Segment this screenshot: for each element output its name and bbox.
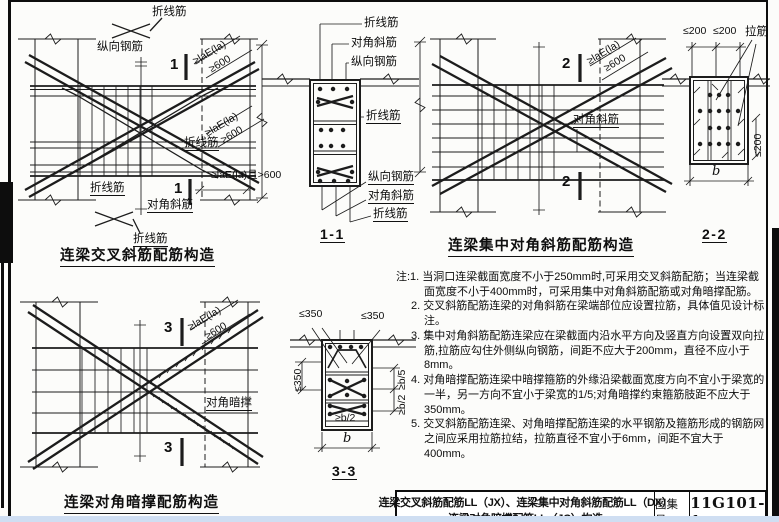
note-3: 3. 集中对角斜筋配筋连梁应在梁截面内沿水平方向及竖直方向设置双向拉筋,拉筋应勾… <box>411 329 765 372</box>
panel3-elevation <box>20 296 264 473</box>
label-zhexianjin-a-mid: 折线筋 <box>184 137 219 152</box>
label-le350-vertical: ≤350 <box>292 368 304 392</box>
cut-mark-1-bottom: 1 <box>174 180 183 197</box>
note-1: 注:1. 当洞口连梁截面宽度不小于250mm时,可采用交叉斜筋配筋；当连梁截面宽… <box>396 271 760 298</box>
label-le200-b: ≤200 <box>713 25 737 37</box>
section-1-1 <box>256 23 426 223</box>
label-duijiaoxiejin-a: 对角斜筋 <box>147 199 193 214</box>
notes-block: 注:1. 当洞口连梁截面宽度不小于250mm时,可采用交叉斜筋配筋；当连梁截面宽… <box>396 270 770 462</box>
section-1-1-title: 1-1 <box>320 226 345 244</box>
panel3-title: 连梁对角暗撑配筋构造 <box>64 495 219 514</box>
label-zhexianjin-b-bottom: 折线筋 <box>373 208 408 223</box>
panel2-title: 连梁集中对角斜筋配筋构造 <box>448 238 634 257</box>
label-b-22: b <box>712 164 721 179</box>
label-zhexianjin-a-left: 折线筋 <box>90 182 125 197</box>
label-zhexianjin-a-top: 折线筋 <box>152 6 187 18</box>
label-duijiaoxiejin-c: 对角斜筋 <box>573 114 619 129</box>
binding-edge-artifact <box>0 182 13 263</box>
bottom-scan-strip <box>0 516 779 522</box>
left-edge-line <box>1 263 4 508</box>
right-edge-strip <box>772 228 779 522</box>
title-block-line1: 连梁交叉斜筋配筋LL（JX）、连梁集中对角斜筋配筋LL（DX） <box>378 497 673 509</box>
note-4: 4. 对角暗撑配筋连梁中暗撑箍筋的外缘沿梁截面宽度方向不宜小于梁宽的一半，另一方… <box>411 374 765 416</box>
cut-mark-3-bottom: 3 <box>164 439 173 456</box>
label-duijiao-ancheng: 对角暗撑 <box>206 397 252 412</box>
note-2: 2. 交叉斜筋配筋连梁的对角斜筋在梁端部位应设置拉筋，具体值见设计标注。 <box>411 300 765 328</box>
label-lae-600-a: ≥laE(la)且>600 <box>211 169 282 181</box>
cut-mark-1-top: 1 <box>170 56 179 73</box>
label-duijiaoxiejin-b-bottom: 对角斜筋 <box>368 190 414 205</box>
panel1-elevation <box>18 17 265 234</box>
section-2-2 <box>662 39 770 186</box>
section-2-2-title: 2-2 <box>702 226 727 244</box>
label-geb2: ≥b/2 <box>335 412 356 424</box>
label-zongxiang-a: 纵向钢筋 <box>97 41 143 53</box>
note-5: 5. 交叉斜筋配筋连梁、对角暗撑配筋连梁的水平钢筋及箍筋形成的钢筋网之间应采用拉… <box>411 418 765 460</box>
section-3-3 <box>290 327 416 453</box>
label-le200-vertical: ≤200 <box>752 133 764 157</box>
cut-mark-3-top: 3 <box>164 319 173 336</box>
label-le350-topleft: ≤350 <box>299 308 323 320</box>
label-b-33: b <box>343 431 352 446</box>
label-zongxiang-b-top: 纵向钢筋 <box>351 56 397 68</box>
label-le200-a: ≤200 <box>683 25 707 37</box>
panel1-title: 连梁交叉斜筋配筋构造 <box>60 248 215 267</box>
label-lajin: 拉筋 <box>745 26 768 38</box>
label-zhexianjin-b-mid: 折线筋 <box>366 110 401 125</box>
label-le350-topright: ≤350 <box>361 310 385 322</box>
cut-mark-2-top: 2 <box>562 55 571 72</box>
page-border-top <box>9 0 768 2</box>
label-zhexianjin-a-bottom: 折线筋 <box>133 233 168 248</box>
page-border-right <box>766 0 768 522</box>
cut-mark-2-bottom: 2 <box>562 173 571 190</box>
label-duijiaoxiejin-b-top: 对角斜筋 <box>351 37 397 49</box>
label-zongxiang-b-bottom: 纵向钢筋 <box>368 171 414 186</box>
label-zhexianjin-b-top: 折线筋 <box>364 17 399 29</box>
section-3-3-title: 3-3 <box>332 463 357 481</box>
panel2-elevation <box>430 33 673 218</box>
